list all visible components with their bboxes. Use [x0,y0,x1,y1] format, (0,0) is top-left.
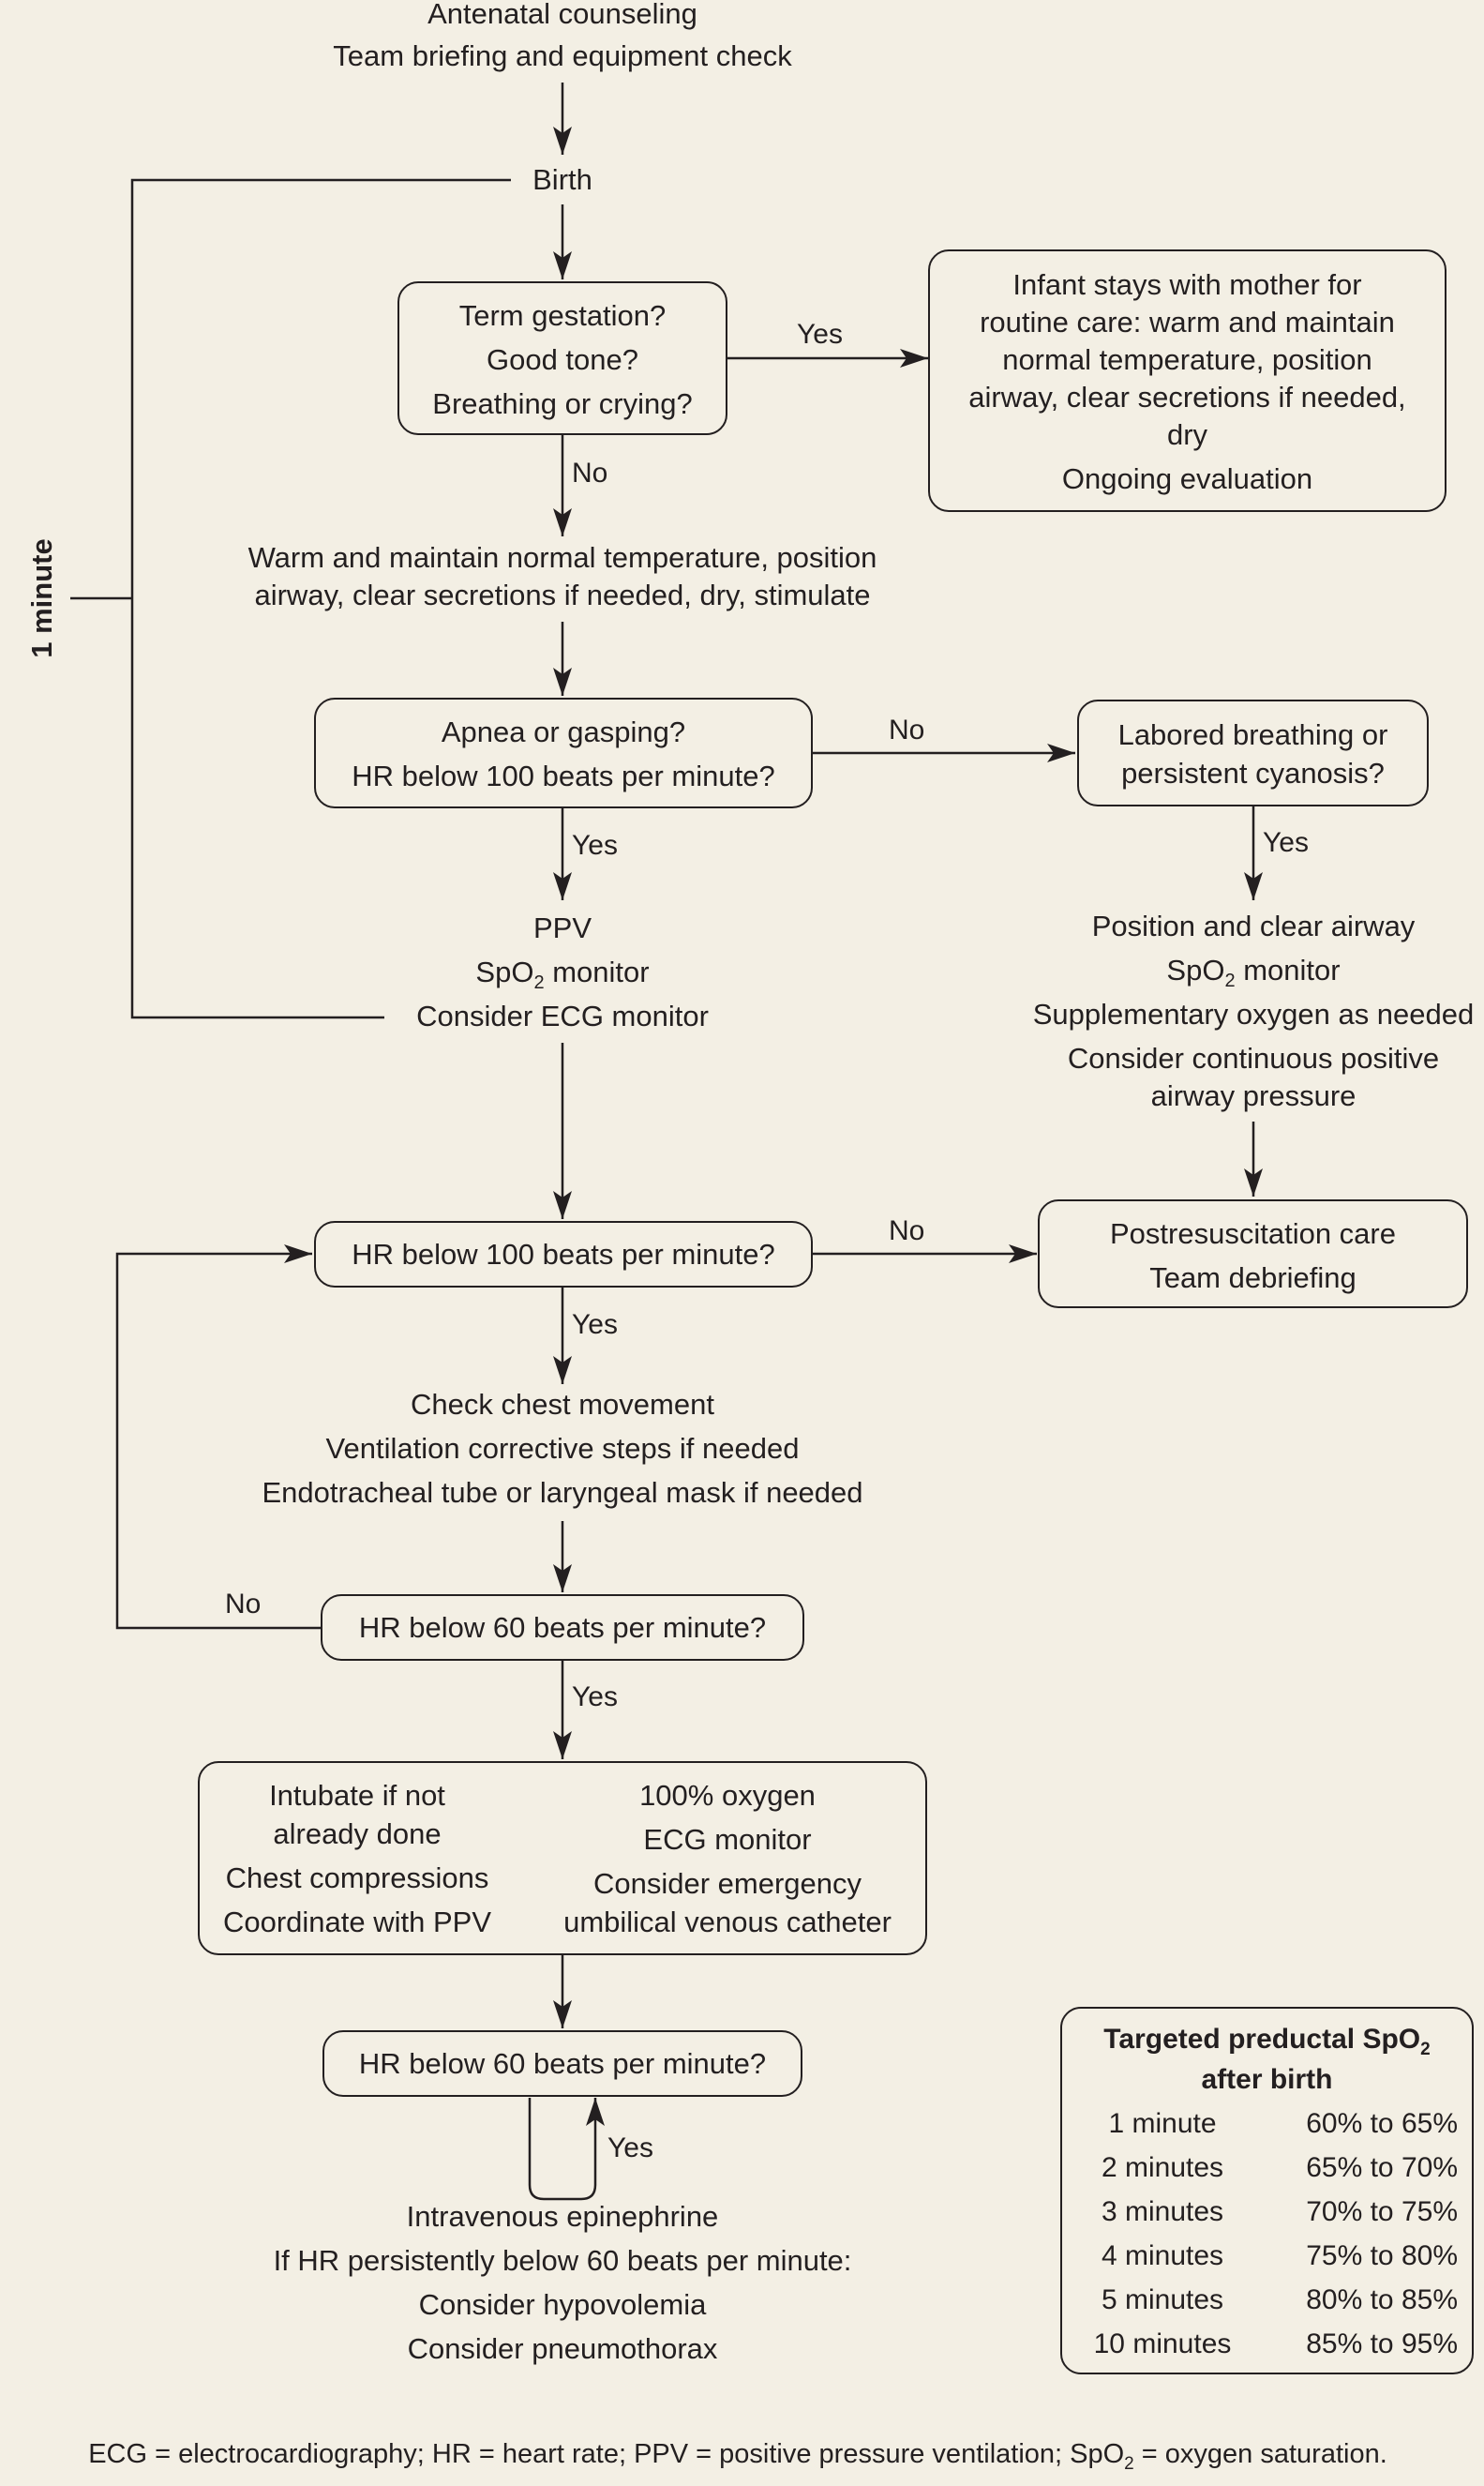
q2-line2: HR below 100 beats per minute? [352,760,775,792]
check-line3: Endotracheal tube or laryngeal mask if n… [262,1476,863,1509]
q3-no-label: No [889,1215,925,1246]
airway-line2: SpO2 monitor [1166,954,1341,992]
birth-text: Birth [532,163,592,196]
arrow-q4-no-loop [115,1244,321,1630]
spo2-row-range: 80% to 85% [1306,2284,1458,2315]
spo2-row-time: 3 minutes [1101,2196,1224,2227]
q1-line2: Good tone? [486,343,639,376]
intubate-left4: Coordinate with PPV [222,1906,492,1938]
spo2-table-title-line2: after birth [1201,2064,1333,2095]
q3-yes-label: Yes [572,1309,618,1340]
spo2-row-time: 10 minutes [1093,2328,1232,2359]
spo2-row-time: 1 minute [1108,2108,1217,2139]
intubate-left2: already done [273,1817,442,1850]
routine-care-line1: Infant stays with mother for [1012,268,1362,301]
labored-breathing-decision-box [1077,700,1429,806]
q2-yes-label: Yes [572,830,618,861]
q3-text: HR below 100 beats per minute? [352,1238,775,1271]
one-minute-label: 1 minute [25,538,58,658]
intubate-right4: umbilical venous catheter [563,1906,892,1938]
postresuscitation-box [1038,1199,1468,1308]
apnea-decision-box [314,698,813,808]
antenatal-counseling-text: Antenatal counseling [427,0,697,30]
routine-care-line2: routine care: warm and maintain [980,306,1395,339]
airway-line4: Consider continuous positive [1067,1042,1440,1075]
intubate-right1: 100% oxygen [639,1779,816,1812]
footnote: ECG = electrocardiography; HR = heart ra… [88,2439,1387,2474]
hr-100-decision-box [314,1221,813,1288]
q1-line1: Term gestation? [458,299,667,332]
routine-care-box [928,249,1447,512]
spo2-row-range: 75% to 80% [1306,2240,1458,2271]
intubate-right2: ECG monitor [643,1823,812,1856]
term-gestation-decision-box [397,281,727,435]
arrow-q5-yes-loop [528,2098,605,2201]
q4-text: HR below 60 beats per minute? [358,1611,767,1644]
q4-no-label: No [225,1589,262,1620]
post-line1: Postresuscitation care [1110,1217,1396,1250]
intubate-left1: Intubate if not [269,1779,445,1812]
q2-no-label: No [889,715,925,746]
q1-yes-label: Yes [797,319,843,350]
epi-line2: If HR persistently below 60 beats per mi… [273,2244,852,2277]
hr-60-decision-box [321,1594,804,1661]
routine-care-line6: Ongoing evaluation [1061,462,1313,495]
q2-line1: Apnea or gasping? [441,716,686,748]
routine-care-line5: dry [1166,418,1208,451]
q1-no-label: No [572,458,608,489]
spo2-table-title: Targeted preductal SpO2 [1103,2024,1431,2059]
routine-care-line4: airway, clear secretions if needed, [968,381,1406,414]
check-line2: Ventilation corrective steps if needed [325,1432,800,1465]
spo2-row-range: 70% to 75% [1306,2196,1458,2227]
intubate-box [198,1761,927,1955]
spo2-target-table [1060,2007,1474,2374]
routine-care-line3: normal temperature, position [1002,343,1372,376]
q2b-line2: persistent cyanosis? [1121,757,1385,790]
q2b-yes-label: Yes [1263,827,1309,858]
airway-line3: Supplementary oxygen as needed [1032,998,1475,1031]
q5-yes-label: Yes [607,2132,653,2163]
epi-line4: Consider pneumothorax [407,2332,718,2365]
team-briefing-text: Team briefing and equipment check [333,39,792,72]
intubate-left3: Chest compressions [225,1861,489,1894]
warm-line2: airway, clear secretions if needed, dry,… [254,579,871,611]
ppv-line3: Consider ECG monitor [416,1000,709,1032]
spo2-row-time: 4 minutes [1101,2240,1224,2271]
warm-line1: Warm and maintain normal temperature, po… [247,541,877,574]
airway-line1: Position and clear airway [1091,910,1416,942]
epi-line3: Consider hypovolemia [418,2288,707,2321]
ppv-line1: PPV [532,912,592,944]
post-line2: Team debriefing [1149,1261,1357,1294]
q2b-line1: Labored breathing or [1117,718,1388,751]
hr-60-repeat-decision-box [322,2030,802,2097]
epi-line1: Intravenous epinephrine [406,2200,719,2233]
spo2-row-range: 60% to 65% [1306,2108,1458,2139]
spo2-row-time: 2 minutes [1101,2152,1224,2183]
ppv-line2: SpO2 monitor [475,956,650,994]
q1-line3: Breathing or crying? [432,387,693,420]
spo2-row-time: 5 minutes [1101,2284,1224,2315]
airway-line5: airway pressure [1150,1079,1357,1112]
check-line1: Check chest movement [411,1388,714,1421]
spo2-row-range: 65% to 70% [1306,2152,1458,2183]
spo2-row-range: 85% to 95% [1306,2328,1458,2359]
intubate-right3: Consider emergency [592,1867,862,1900]
q4-yes-label: Yes [572,1681,618,1712]
q5-text: HR below 60 beats per minute? [358,2047,767,2080]
